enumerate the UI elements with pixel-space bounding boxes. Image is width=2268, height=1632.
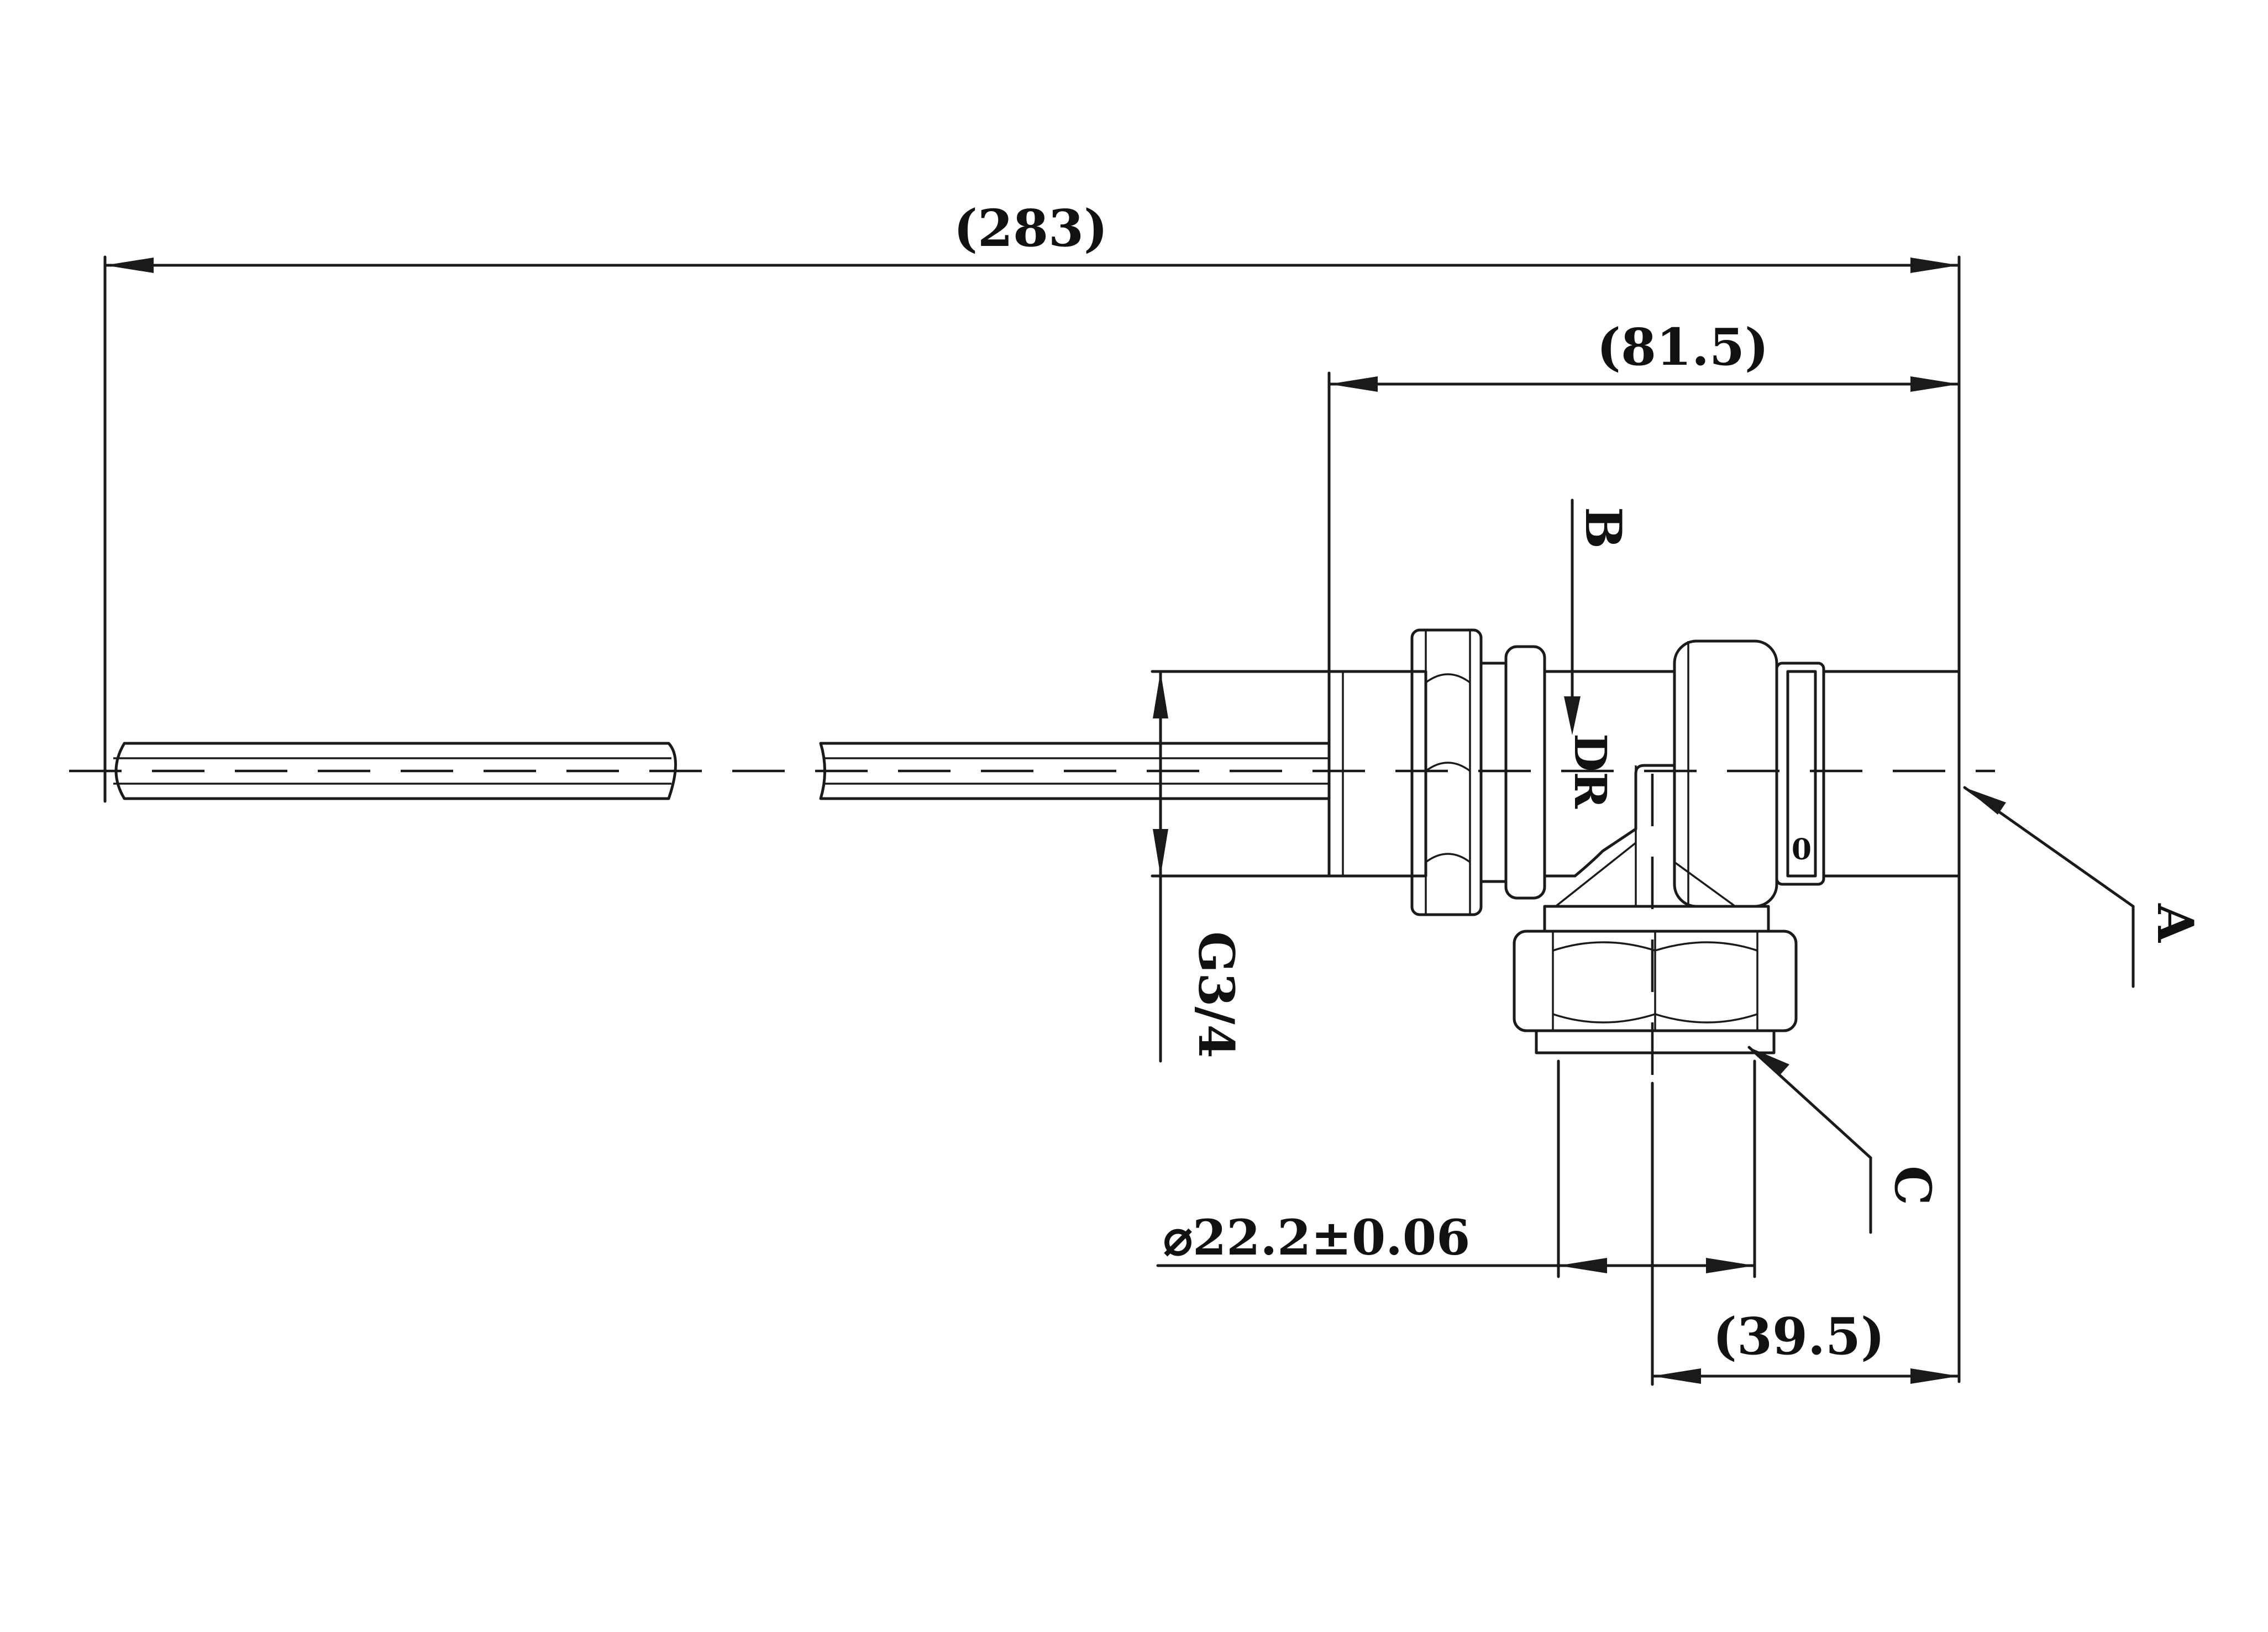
body-length-label: (81.5) <box>1597 317 1768 377</box>
ring-marking: 0 <box>1792 833 1812 867</box>
callout-a-label: A <box>2146 903 2204 943</box>
dimension-overall-length: (283) <box>103 198 1961 1383</box>
callout-a: A <box>1963 786 2204 988</box>
outlet-offset-label: (39.5) <box>1713 1306 1884 1366</box>
outlet-nut <box>1513 774 1798 1083</box>
body-marking: DR <box>1565 733 1616 809</box>
callout-b-label: B <box>1574 507 1632 549</box>
dimension-body-length: (81.5) <box>1327 317 1961 673</box>
fitting-body: 0 DR <box>1327 628 1961 916</box>
callout-b: B <box>1564 498 1632 735</box>
thread-label: G3/4 <box>1188 931 1245 1058</box>
dimension-outlet-offset: (39.5) <box>1651 1082 1961 1386</box>
callout-c: C <box>1747 1046 1942 1234</box>
callout-c-label: C <box>1883 1166 1942 1205</box>
dimension-diameter: ⌀22.2±0.06 <box>1156 1059 1756 1278</box>
dimension-thread: G3/4 <box>1151 670 1331 1063</box>
probe-rod <box>113 742 1331 800</box>
overall-length-label: (283) <box>953 198 1107 258</box>
diameter-label: ⌀22.2±0.06 <box>1163 1209 1470 1266</box>
